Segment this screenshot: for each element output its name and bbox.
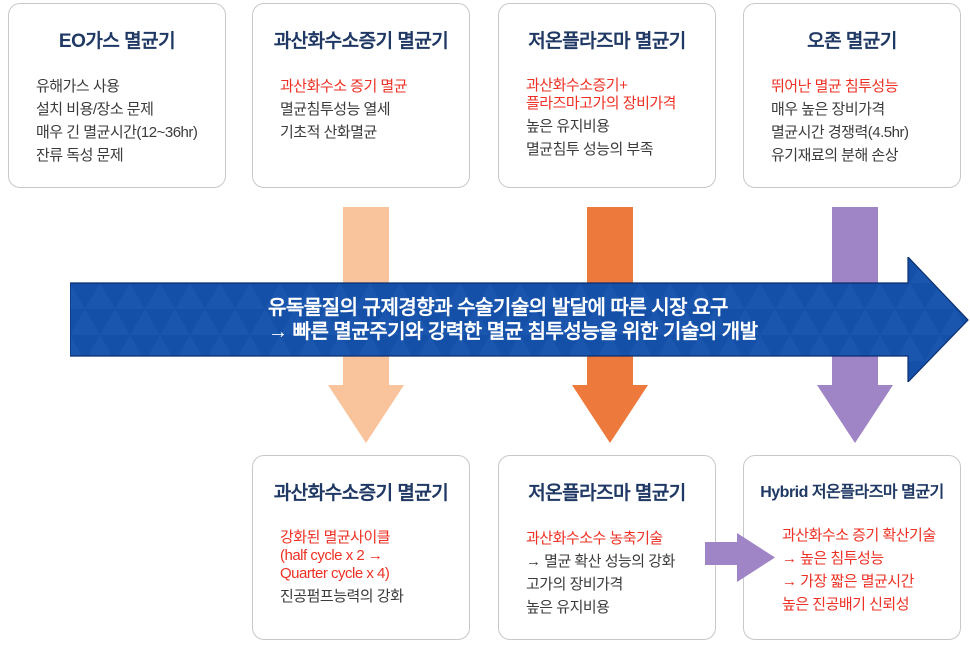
box-line: 유해가스 사용 — [36, 78, 120, 95]
top-box-hydrogen-peroxide-vapor: 과산화수소증기 멸균기 과산화수소 증기 멸균 멸균침투성능 열세 기초적 산화… — [252, 3, 470, 188]
box-body: 과산화수소 증기 멸균 멸균침투성능 열세 기초적 산화멸균 — [253, 77, 469, 142]
box-body: 강화된 멸균사이클 (half cycle x 2 → Quarter cycl… — [253, 529, 469, 606]
banner-text: 유독물질의 규제경향과 수술기술의 발달에 따른 시장 요구 → 빠른 멸균주기… — [268, 283, 758, 356]
box-line: → 높은 침투성능 — [782, 550, 884, 567]
box-line: 설치 비용/장소 문제 — [36, 101, 154, 118]
box-line: 매우 긴 멸균시간(12~36hr) — [36, 124, 198, 141]
box-body: 뛰어난 멸균 침투성능 매우 높은 장비가격 멸균시간 경쟁력(4.5hr) 유… — [744, 77, 960, 165]
box-line: 과산화수소증기+ — [526, 77, 628, 94]
top-box-low-temp-plasma: 저온플라즈마 멸균기 과산화수소증기+ 플라즈마고가의 장비가격 높은 유지비용… — [498, 3, 716, 188]
box-line: 멸균침투성능 열세 — [280, 101, 391, 118]
box-line: 높은 유지비용 — [526, 118, 610, 135]
box-line: 기초적 산화멸균 — [280, 124, 377, 141]
box-line: 멸균침투 성능의 부족 — [526, 141, 654, 158]
box-title: 과산화수소증기 멸균기 — [273, 31, 449, 52]
box-line: 강화된 멸균사이클 — [280, 529, 391, 546]
box-body: 유해가스 사용 설치 비용/장소 문제 매우 긴 멸균시간(12~36hr) 잔… — [9, 77, 225, 165]
box-line: 높은 진공배기 신뢰성 — [782, 596, 910, 613]
box-line: 플라즈마고가의 장비가격 — [526, 95, 676, 112]
box-line: 과산화수소 증기 확산기술 — [782, 527, 936, 544]
box-body: 과산화수소 증기 확산기술 → 높은 침투성능 → 가장 짧은 멸균시간 높은 … — [744, 526, 960, 614]
bottom-box-hydrogen-peroxide-vapor: 과산화수소증기 멸균기 강화된 멸균사이클 (half cycle x 2 → … — [252, 455, 470, 640]
box-line: 매우 높은 장비가격 — [771, 101, 885, 118]
box-line: 고가의 장비가격 — [526, 576, 623, 593]
banner-line-1: 유독물질의 규제경향과 수술기술의 발달에 따른 시장 요구 — [268, 296, 728, 319]
box-body: 과산화수소증기+ 플라즈마고가의 장비가격 높은 유지비용 멸균침투 성능의 부… — [499, 77, 715, 159]
box-title: 저온플라즈마 멸균기 — [528, 31, 686, 52]
box-line: 과산화수소수 농축기술 — [526, 530, 663, 547]
box-title: 오존 멸균기 — [807, 31, 897, 52]
banner-line-2: → 빠른 멸균주기와 강력한 멸균 침투성능을 위한 기술의 개발 — [268, 320, 758, 343]
box-line: 잔류 독성 문제 — [36, 147, 124, 164]
box-line: → 가장 짧은 멸균시간 — [782, 573, 914, 590]
top-box-eo-gas: EO가스 멸균기 유해가스 사용 설치 비용/장소 문제 매우 긴 멸균시간(1… — [8, 3, 226, 188]
box-line: (half cycle x 2 → — [280, 547, 383, 564]
banner-arrow-shape — [70, 257, 969, 382]
box-line: 진공펌프능력의 강화 — [280, 588, 404, 605]
box-body: 과산화수소수 농축기술 → 멸균 확산 성능의 강화 고가의 장비가격 높은 유… — [499, 529, 715, 617]
box-line: 유기재료의 분해 손상 — [771, 147, 899, 164]
box-title: Hybrid 저온플라즈마 멸균기 — [760, 484, 944, 501]
box-line: 뛰어난 멸균 침투성능 — [771, 78, 899, 95]
top-box-ozone: 오존 멸균기 뛰어난 멸균 침투성능 매우 높은 장비가격 멸균시간 경쟁력(4… — [743, 3, 961, 188]
box-line: 과산화수소 증기 멸균 — [280, 78, 408, 95]
market-demand-banner-arrow — [70, 257, 969, 382]
box-line: Quarter cycle x 4) — [280, 565, 390, 582]
box-title: 과산화수소증기 멸균기 — [273, 483, 449, 504]
bottom-box-low-temp-plasma: 저온플라즈마 멸균기 과산화수소수 농축기술 → 멸균 확산 성능의 강화 고가… — [498, 455, 716, 640]
box-line: 멸균시간 경쟁력(4.5hr) — [771, 124, 909, 141]
box-title: 저온플라즈마 멸균기 — [528, 483, 686, 504]
box-title: EO가스 멸균기 — [58, 31, 176, 52]
bottom-box-hybrid-low-temp-plasma: Hybrid 저온플라즈마 멸균기 과산화수소 증기 확산기술 → 높은 침투성… — [743, 455, 961, 640]
box-line: 높은 유지비용 — [526, 599, 610, 616]
right-arrow-purple-icon — [705, 533, 775, 582]
box-line: → 멸균 확산 성능의 강화 — [526, 553, 675, 570]
